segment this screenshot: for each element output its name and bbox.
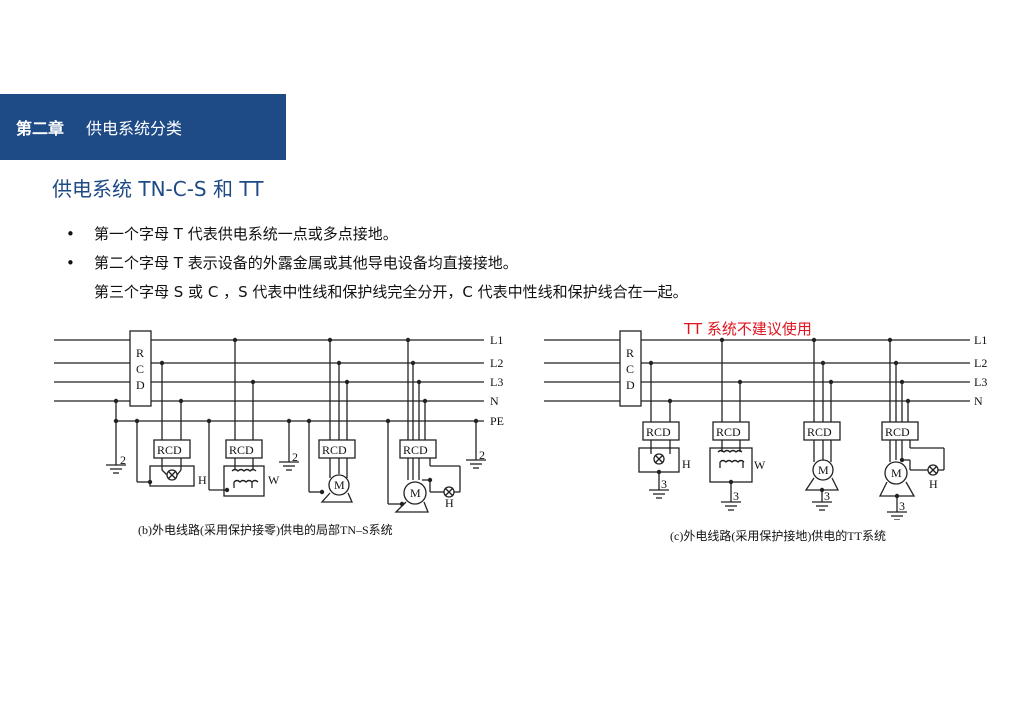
- diagram-c-caption: (c)外电线路(采用保护接地)供电的TT系统: [670, 529, 886, 543]
- bullet-spacer: [66, 278, 94, 307]
- bullet-icon: •: [66, 225, 75, 243]
- svg-text:RCD: RCD: [157, 443, 182, 457]
- svg-text:M: M: [818, 463, 829, 477]
- bullet-text: 第一个字母 T 代表供电系统一点或多点接地。: [94, 225, 398, 243]
- svg-text:RCD: RCD: [646, 425, 671, 439]
- svg-text:N: N: [490, 394, 499, 408]
- svg-text:W: W: [754, 458, 766, 472]
- svg-text:W: W: [268, 473, 280, 487]
- svg-text:H: H: [445, 496, 454, 510]
- svg-text:L3: L3: [974, 375, 987, 389]
- svg-text:3: 3: [824, 489, 830, 503]
- svg-text:H: H: [682, 457, 691, 471]
- svg-text:M: M: [410, 486, 421, 500]
- svg-text:L1: L1: [490, 333, 503, 347]
- svg-text:R: R: [136, 346, 144, 360]
- bullet-item: • 第一个字母 T 代表供电系统一点或多点接地。: [66, 220, 688, 249]
- tn-s-circuit-diagram: R C D L1 L2 L3 N PE RCD RCD RCD RCD H W …: [54, 330, 504, 513]
- svg-text:L2: L2: [490, 356, 503, 370]
- svg-text:L2: L2: [974, 356, 987, 370]
- tt-circuit-diagram: R C D L1 L2 L3 N RCD RCD RCD RCD H W M M…: [544, 330, 987, 520]
- svg-text:RCD: RCD: [229, 443, 254, 457]
- svg-text:2: 2: [479, 448, 485, 462]
- svg-text:RCD: RCD: [403, 443, 428, 457]
- svg-text:2: 2: [292, 450, 298, 464]
- bullet-item: • 第二个字母 T 表示设备的外露金属或其他导电设备均直接接地。: [66, 249, 688, 278]
- chapter-title: 供电系统分类: [86, 119, 183, 138]
- svg-text:3: 3: [733, 489, 739, 503]
- svg-text:R: R: [626, 346, 634, 360]
- diagram-b-caption: (b)外电线路(采用保护接零)供电的局部TN–S系统: [138, 523, 393, 537]
- svg-text:3: 3: [661, 477, 667, 491]
- svg-text:N: N: [974, 394, 983, 408]
- svg-text:RCD: RCD: [807, 425, 832, 439]
- svg-text:RCD: RCD: [716, 425, 741, 439]
- svg-text:H: H: [198, 473, 207, 487]
- svg-text:L1: L1: [974, 333, 987, 347]
- svg-text:D: D: [626, 378, 635, 392]
- svg-text:C: C: [626, 362, 634, 376]
- chapter-number: 第二章: [16, 119, 65, 138]
- tt-warning-note: TT 系统不建议使用: [684, 320, 812, 338]
- svg-text:PE: PE: [490, 414, 504, 428]
- svg-text:M: M: [891, 466, 902, 480]
- slide-title: 供电系统 TN-C-S 和 TT: [52, 177, 264, 201]
- bullet-list: • 第一个字母 T 代表供电系统一点或多点接地。 • 第二个字母 T 表示设备的…: [66, 220, 688, 307]
- svg-text:3: 3: [899, 499, 905, 513]
- svg-text:RCD: RCD: [885, 425, 910, 439]
- svg-text:D: D: [136, 378, 145, 392]
- svg-text:H: H: [929, 477, 938, 491]
- svg-text:2: 2: [120, 453, 126, 467]
- svg-text:RCD: RCD: [322, 443, 347, 457]
- svg-text:L3: L3: [490, 375, 503, 389]
- bullet-item: 第三个字母 S 或 C ，S 代表中性线和保护线完全分开，C 代表中性线和保护线…: [66, 278, 688, 307]
- bullet-icon: •: [66, 254, 75, 272]
- chapter-header: 第二章 供电系统分类: [0, 94, 286, 160]
- svg-text:C: C: [136, 362, 144, 376]
- bullet-text: 第二个字母 T 表示设备的外露金属或其他导电设备均直接接地。: [94, 254, 518, 272]
- bullet-text: 第三个字母 S 或 C ，S 代表中性线和保护线完全分开，C 代表中性线和保护线…: [94, 283, 688, 301]
- svg-text:M: M: [334, 478, 345, 492]
